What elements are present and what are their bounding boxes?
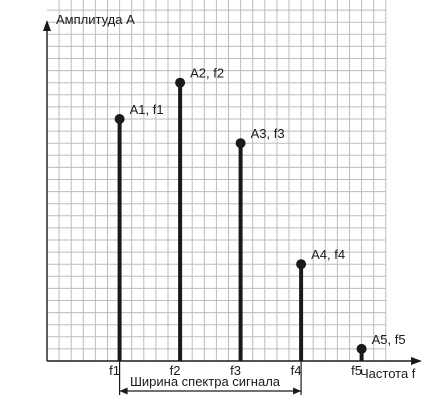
- y-axis-label: Амплитуда А: [56, 12, 135, 27]
- grid: [47, 0, 387, 361]
- y-axis-arrow: [43, 20, 51, 31]
- x-axis-arrow: [411, 357, 422, 365]
- tick-label-f3: f3: [230, 363, 241, 378]
- x-axis-label: Частота f: [360, 366, 416, 381]
- axes: [43, 20, 422, 395]
- point-label-f4: A4, f4: [311, 247, 345, 262]
- stems: [114, 77, 367, 361]
- tick-label-f1: f1: [109, 363, 120, 378]
- point-label-f2: A2, f2: [190, 66, 224, 81]
- bandwidth-label: Ширина спектра сигнала: [130, 374, 281, 389]
- bandwidth-arrowhead-right: [293, 387, 302, 395]
- stem-marker-f1: [114, 114, 125, 124]
- stem-marker-f3: [235, 138, 246, 149]
- tick-label-f5: f5: [351, 363, 362, 378]
- point-label-f5: A5, f5: [372, 332, 406, 347]
- point-label-f1: A1, f1: [130, 102, 164, 117]
- stem-marker-f4: [296, 259, 307, 270]
- stem-marker-f5: [356, 343, 367, 354]
- stem-marker-f2: [175, 77, 186, 88]
- point-label-f3: A3, f3: [251, 126, 285, 141]
- bandwidth-arrowhead-left: [119, 387, 128, 395]
- tick-label-f2: f2: [170, 363, 181, 378]
- tick-label-f4: f4: [291, 363, 302, 378]
- labels: A1, f1 f1 A2, f2 f2 A3, f3 f3 A4, f4 f4 A5, f5 f5: [109, 66, 405, 378]
